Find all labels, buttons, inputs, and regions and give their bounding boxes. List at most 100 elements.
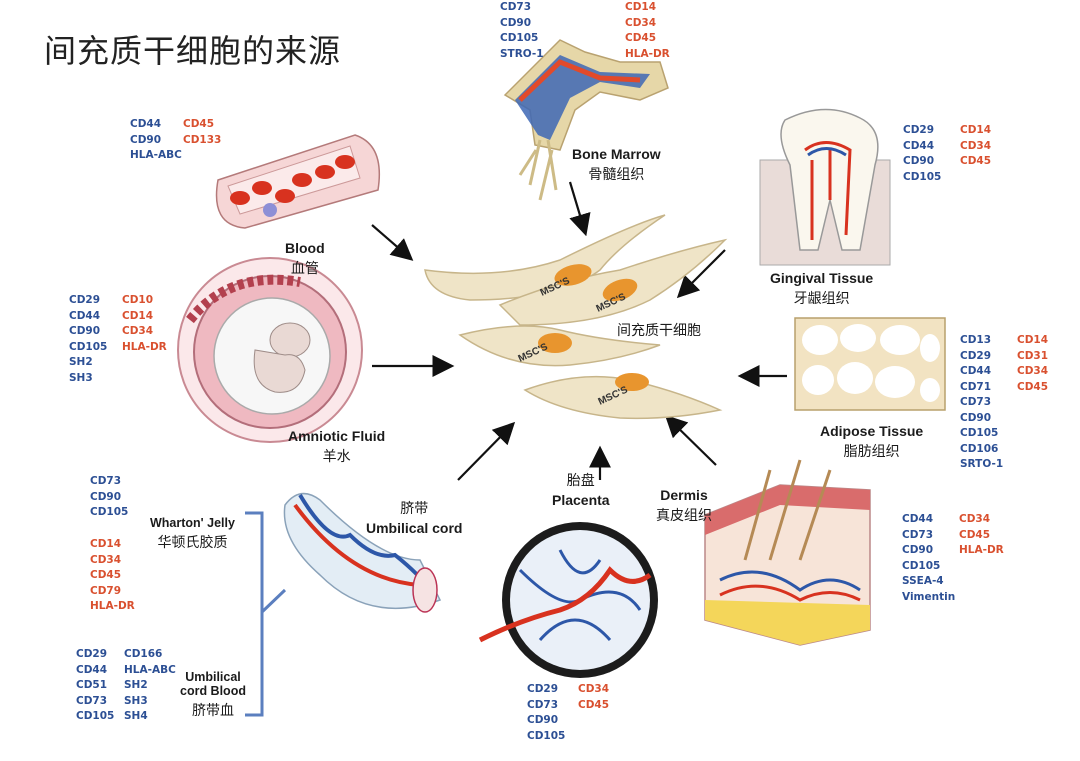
marker-item: SH3: [69, 371, 93, 384]
wharton-label: Wharton' Jelly 华顿氏胶质: [150, 516, 235, 552]
marker-item: CD44: [902, 513, 934, 525]
umbilical-label: 脐带 Umbilical cord: [366, 498, 462, 536]
marker-item: CD73: [90, 475, 122, 487]
blood-en: Blood: [285, 240, 325, 256]
cord-blood-zh: 脐带血: [191, 703, 234, 719]
marker-item: CD45: [183, 118, 215, 130]
marker-item: CD44: [903, 139, 935, 152]
marker-item: CD44: [76, 663, 108, 676]
marker-item: STRO-1: [500, 47, 544, 60]
arrow-gingival: [676, 249, 726, 299]
marker-item: CD14: [90, 538, 122, 550]
amniotic-illustration: [177, 257, 363, 443]
marker-item: CD90: [90, 490, 122, 503]
marker-item: CD90: [903, 155, 935, 167]
gingival-zh: 牙龈组织: [793, 291, 850, 307]
wharton-zh: 华顿氏胶质: [157, 535, 228, 551]
marker-item: CD45: [960, 155, 992, 167]
bone-marrow-illustration: [503, 39, 669, 201]
marker-item: CD71: [960, 380, 992, 393]
marker-item: CD45: [578, 698, 610, 711]
umbilical-bracket: [245, 511, 287, 717]
marker-item: CD45: [90, 569, 122, 581]
arrow-bone-marrow: [568, 181, 591, 237]
placenta-label: 胎盘 Placenta: [552, 470, 610, 508]
marker-item: HLA-DR: [959, 544, 1004, 556]
marker-item: SH2: [69, 356, 93, 368]
marker-item: SH3: [124, 694, 148, 707]
adipose-label: Adipose Tissue 脂肪组织: [820, 423, 923, 461]
blood-vessel-illustration: [215, 134, 381, 229]
marker-item: CD34: [1017, 365, 1049, 377]
marker-item: CD34: [959, 513, 991, 525]
marker-item: CD90: [69, 325, 101, 337]
marker-item: CD73: [76, 694, 108, 707]
marker-item: CD45: [959, 528, 991, 541]
marker-item: CD73: [902, 528, 934, 541]
gingival-en: Gingival Tissue: [770, 270, 874, 286]
marker-item: CD73: [500, 1, 532, 13]
marker-item: CD79: [90, 584, 122, 597]
blood-zh: 血管: [290, 261, 319, 277]
amniotic-zh: 羊水: [322, 449, 351, 465]
marker-item: CD10: [122, 294, 154, 306]
marker-item: SH2: [124, 679, 148, 691]
marker-item: CD90: [960, 411, 992, 424]
adipose-illustration: [794, 317, 946, 411]
arrow-umbilical: [457, 421, 516, 481]
marker-item: CD105: [90, 506, 129, 518]
marker-item: CD34: [960, 139, 992, 152]
marker-item: CD105: [76, 710, 115, 722]
cord-blood-en2: cord Blood: [180, 684, 246, 698]
marker-item: SRTO-1: [960, 458, 1004, 470]
dermis-en: Dermis: [660, 487, 708, 503]
marker-item: HLA-DR: [625, 47, 670, 60]
bone-marrow-en: Bone Marrow: [572, 146, 661, 162]
marker-item: CD14: [122, 309, 154, 322]
marker-item: HLA-ABC: [124, 663, 176, 676]
umbilical-cord-illustration: [283, 492, 442, 613]
marker-item: CD14: [960, 124, 992, 136]
marker-item: CD29: [69, 294, 101, 306]
marker-item: CD90: [500, 16, 532, 29]
marker-item: CD31: [1017, 349, 1049, 362]
marker-item: HLA-ABC: [130, 149, 182, 161]
umbilical-en: Umbilical cord: [366, 520, 463, 536]
marker-item: CD29: [960, 349, 992, 362]
marker-item: CD105: [527, 729, 566, 742]
marker-item: CD105: [902, 559, 941, 572]
tooth-illustration: [759, 108, 891, 266]
marker-item: SH4: [124, 710, 148, 722]
marker-item: CD106: [960, 442, 999, 455]
marker-item: CD14: [1017, 334, 1049, 346]
marker-item: CD44: [130, 118, 162, 130]
marker-item: CD105: [500, 32, 539, 44]
bone-marrow-zh: 骨髓组织: [588, 167, 645, 183]
msc-cells: MSC'S MSC'S MSC'S MSC'S: [424, 214, 728, 420]
bone-marrow-label: Bone Marrow 骨髓组织: [572, 146, 661, 184]
marker-item: CD45: [1017, 380, 1049, 393]
marker-item: CD133: [183, 133, 222, 146]
marker-item: CD34: [578, 683, 610, 695]
gingival-label: Gingival Tissue 牙龈组织: [770, 270, 873, 308]
cord-blood-en1: Umbilical: [185, 670, 241, 684]
marker-item: CD34: [90, 553, 122, 566]
amniotic-en: Amniotic Fluid: [288, 428, 386, 444]
umbilical-zh: 脐带: [400, 501, 429, 517]
marker-item: CD105: [903, 170, 942, 183]
page-title: 间充质干细胞的来源: [44, 32, 342, 70]
marker-item: CD34: [122, 325, 154, 337]
placenta-illustration: [478, 522, 658, 678]
